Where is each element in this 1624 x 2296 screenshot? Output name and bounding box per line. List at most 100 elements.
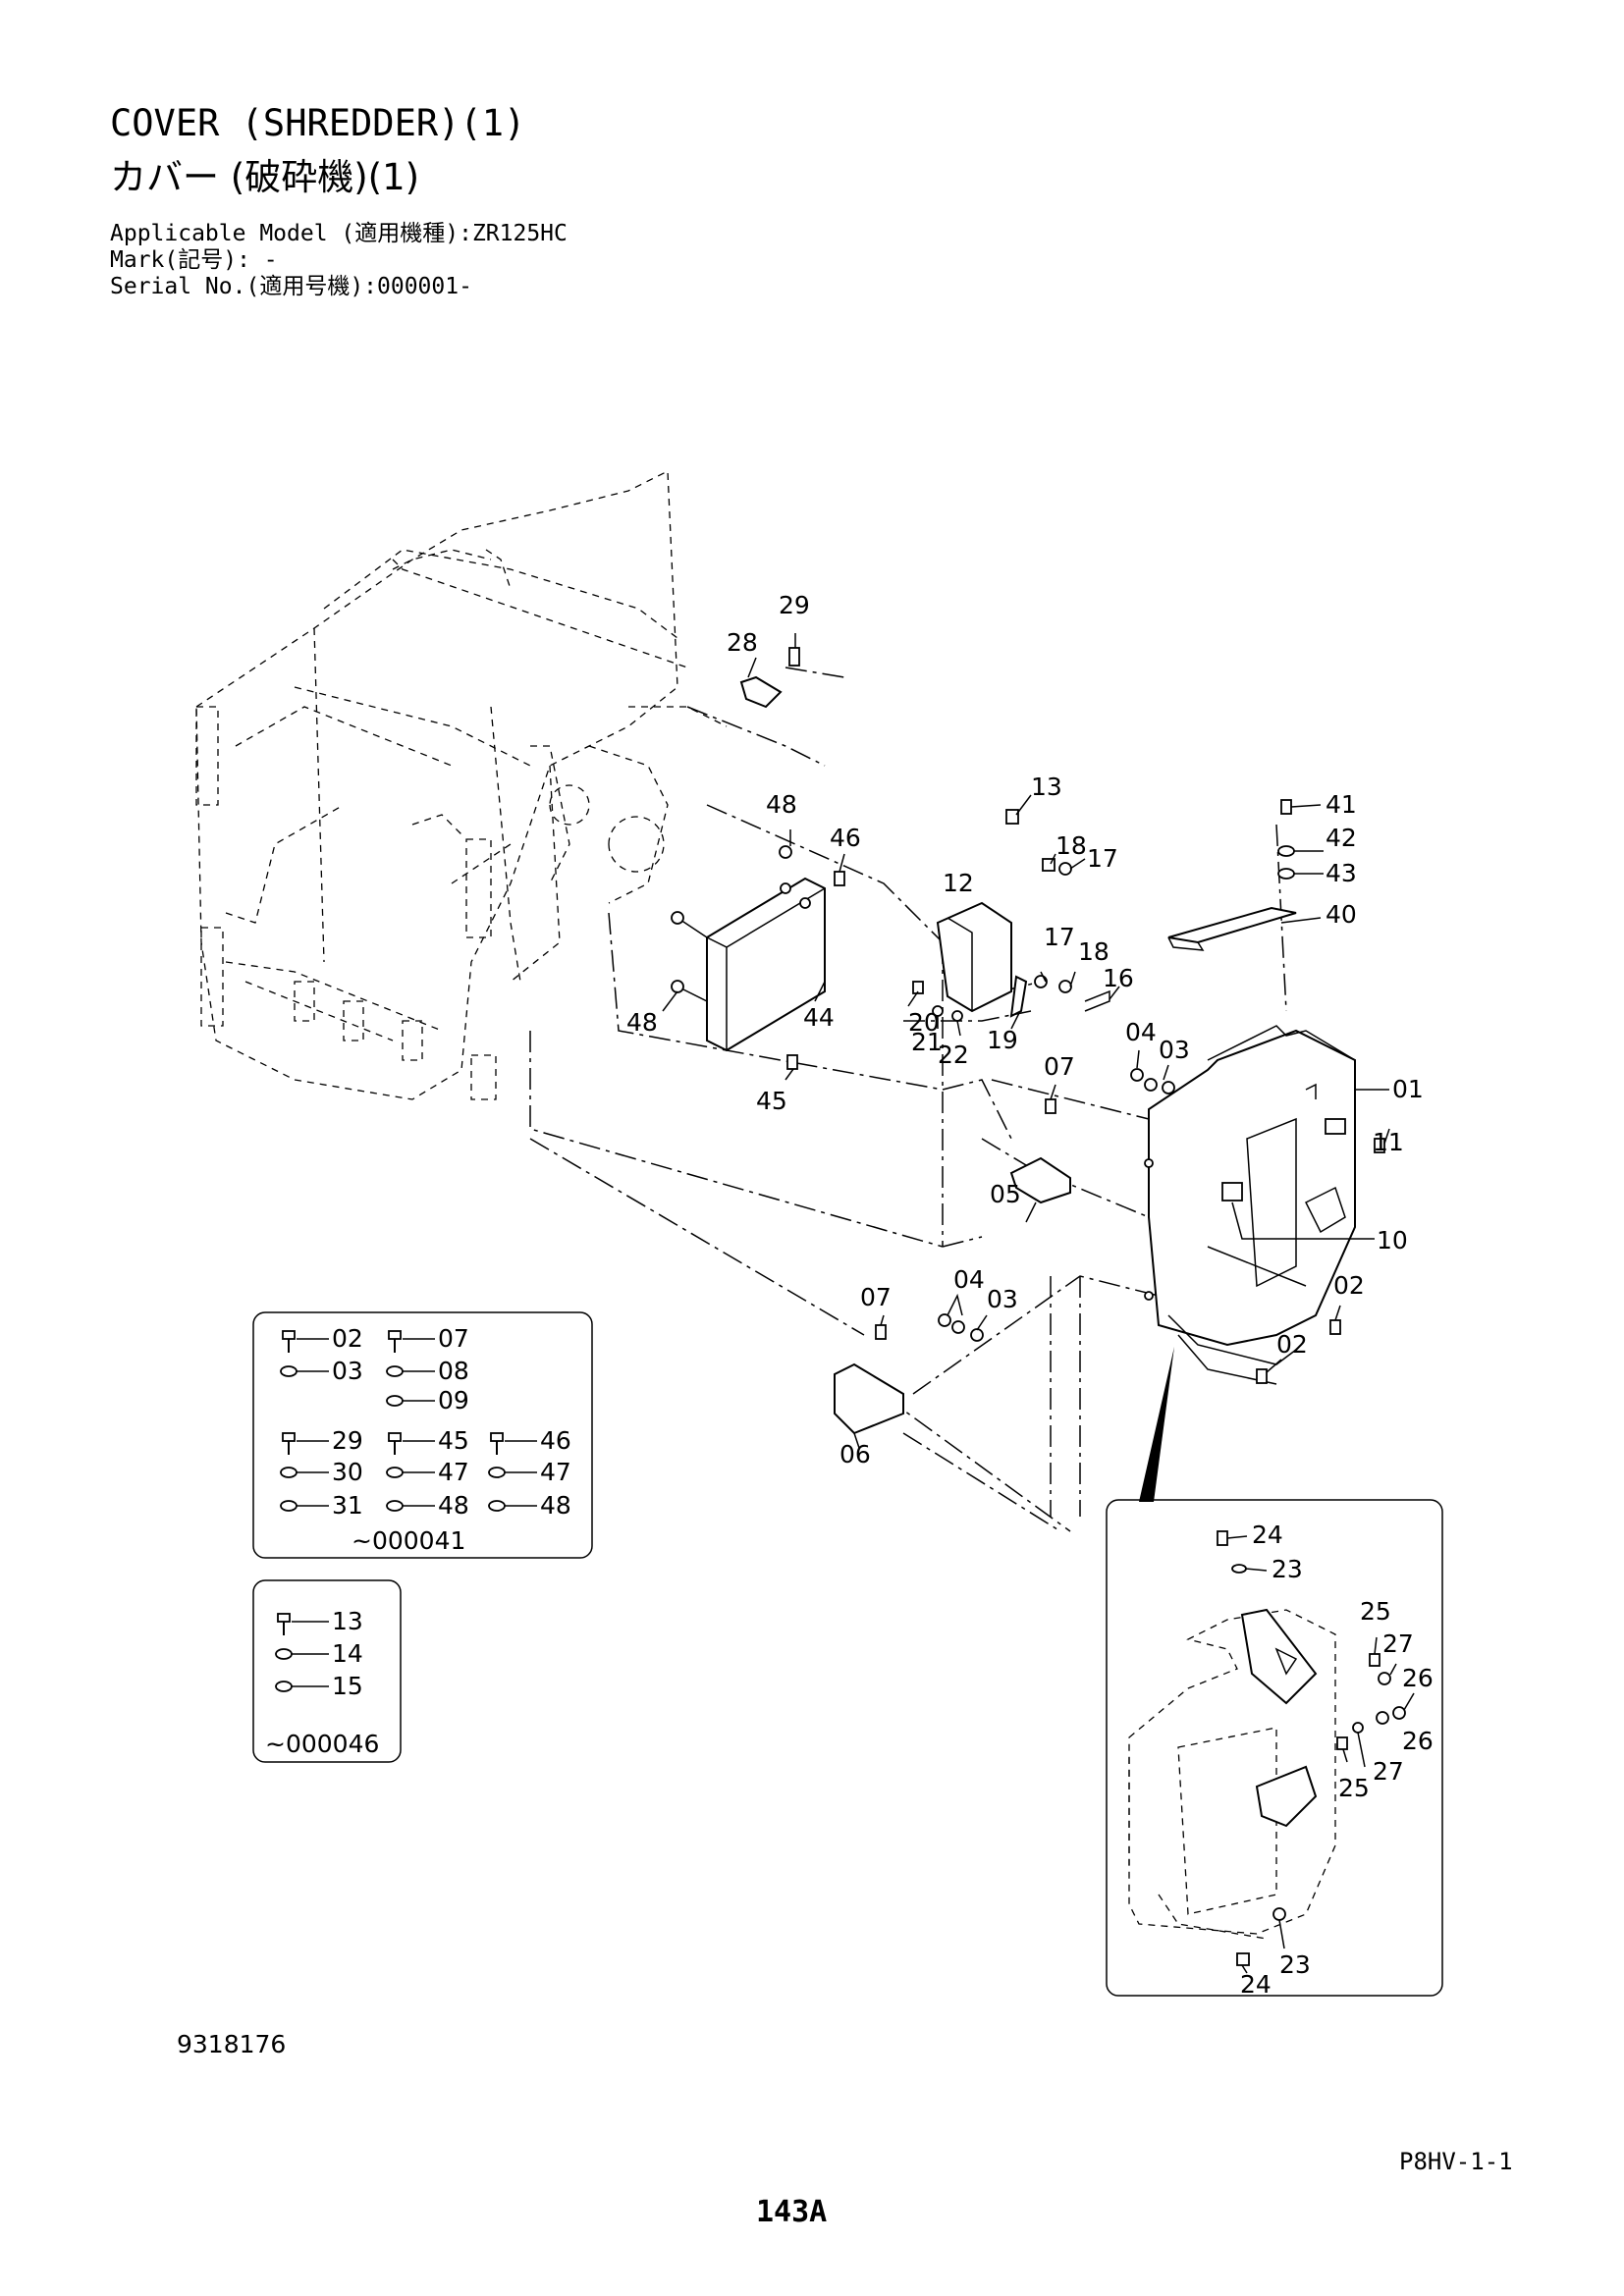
- washer-icon: [386, 1395, 404, 1407]
- callout-03-right: 03: [1159, 1036, 1190, 1064]
- detail-callout-23-bottom: 23: [1279, 1950, 1311, 1979]
- title-english: COVER (SHREDDER)(1): [110, 102, 526, 144]
- callout-44: 44: [803, 1003, 835, 1032]
- legend-14: 14: [332, 1639, 363, 1668]
- washer-icon: [386, 1467, 404, 1478]
- detail-inset: 24 23 25 27 26 26 27 25 24 23: [1106, 1347, 1443, 1999]
- applicable-model: Applicable Model (適用機種):ZR125HC: [110, 221, 568, 246]
- legend-03: 03: [332, 1357, 363, 1385]
- part-40-plate: [1167, 799, 1297, 951]
- bolt-icon: [282, 1432, 296, 1455]
- callout-18-top: 18: [1056, 831, 1087, 860]
- callout-02-upper: 02: [1333, 1271, 1365, 1300]
- part-12-bracket: [912, 809, 1110, 1022]
- callout-17-mid: 17: [1044, 923, 1075, 951]
- callout-16: 16: [1103, 964, 1134, 992]
- callout-11: 11: [1373, 1128, 1404, 1156]
- washer-icon: [280, 1467, 298, 1478]
- callout-12: 12: [943, 869, 974, 897]
- callout-22: 22: [938, 1041, 969, 1069]
- detail-callout-24-bottom: 24: [1240, 1970, 1272, 1999]
- legend-48-a: 48: [438, 1491, 469, 1520]
- callout-20: 20: [908, 1008, 940, 1037]
- callout-07-left: 07: [860, 1283, 892, 1311]
- legend-1-serial-range: ~000041: [352, 1526, 465, 1555]
- callout-41: 41: [1326, 790, 1357, 819]
- callout-45: 45: [756, 1087, 787, 1115]
- serial-number: Serial No.(適用号機):000001-: [110, 274, 472, 299]
- detail-callout-25-top: 25: [1360, 1597, 1391, 1626]
- legend-45: 45: [438, 1426, 469, 1455]
- callout-13: 13: [1031, 773, 1062, 801]
- callout-19: 19: [987, 1026, 1018, 1054]
- detail-pointer-icon: [1139, 1347, 1174, 1502]
- legend-47-b: 47: [540, 1458, 571, 1486]
- callout-28: 28: [727, 628, 758, 657]
- callout-04-left: 04: [953, 1265, 985, 1294]
- mark: Mark(記号): -: [110, 247, 278, 273]
- callout-18-mid: 18: [1078, 937, 1110, 966]
- callout-29: 29: [779, 591, 810, 619]
- washer-icon: [280, 1365, 298, 1377]
- callout-03-left: 03: [987, 1285, 1018, 1313]
- callout-05: 05: [990, 1180, 1021, 1208]
- bolt-icon: [277, 1613, 291, 1635]
- detail-callout-23-top: 23: [1272, 1555, 1303, 1583]
- title-japanese: カバー (破砕機)(1): [110, 156, 420, 198]
- callout-01: 01: [1392, 1075, 1424, 1103]
- bolt-icon: [388, 1330, 402, 1353]
- bolt-icon: [388, 1432, 402, 1455]
- legend-07: 07: [438, 1324, 469, 1353]
- legend-46: 46: [540, 1426, 571, 1455]
- part-05-bracket: [1009, 1068, 1175, 1204]
- detail-callout-26-top: 26: [1402, 1664, 1434, 1692]
- legend-09: 09: [438, 1386, 469, 1415]
- callout-06: 06: [839, 1440, 871, 1468]
- washer-icon: [275, 1681, 293, 1692]
- callout-40: 40: [1326, 900, 1357, 929]
- washer-icon: [488, 1467, 506, 1478]
- callout-21: 21: [911, 1028, 943, 1056]
- callout-48-mid: 48: [626, 1008, 658, 1037]
- bolt-icon: [282, 1330, 296, 1353]
- part-28-bracket: [739, 647, 800, 709]
- callout-43: 43: [1326, 859, 1357, 887]
- part-01-main-cover: [1144, 1025, 1385, 1385]
- washer-icon: [280, 1500, 298, 1512]
- page-code: P8HV-1-1: [1399, 2148, 1513, 2175]
- legend-02: 02: [332, 1324, 363, 1353]
- detail-callout-27-top: 27: [1382, 1629, 1414, 1658]
- drawing-number: 9318176: [177, 2030, 287, 2058]
- leader-lines: [662, 633, 1390, 1449]
- shredder-frame: [195, 469, 728, 1100]
- washer-icon: [275, 1648, 293, 1660]
- legend-2-serial-range: ~000046: [265, 1730, 379, 1758]
- page-number: 143A: [756, 2195, 828, 2229]
- washer-icon: [488, 1500, 506, 1512]
- legend-48-b: 48: [540, 1491, 571, 1520]
- bolt-icon: [490, 1432, 504, 1455]
- callout-42: 42: [1326, 824, 1357, 852]
- callout-04-right: 04: [1125, 1018, 1157, 1046]
- legend-47-a: 47: [438, 1458, 469, 1486]
- legend-15: 15: [332, 1672, 363, 1700]
- callout-02-lower: 02: [1276, 1330, 1308, 1359]
- legend-08: 08: [438, 1357, 469, 1385]
- callout-17-top: 17: [1087, 844, 1118, 873]
- legend-29: 29: [332, 1426, 363, 1455]
- legend-30: 30: [332, 1458, 363, 1486]
- legend-box-2: 13 14 15 ~000046: [252, 1579, 402, 1763]
- callout-07-right: 07: [1044, 1052, 1075, 1081]
- callout-labels: 29 28 13 48 46 18 17 12 41 42 43 40 17 1…: [626, 591, 1424, 1468]
- part-06-bracket: [834, 1313, 984, 1435]
- legend-31: 31: [332, 1491, 363, 1520]
- detail-callout-24-top: 24: [1252, 1521, 1283, 1549]
- legend-13: 13: [332, 1607, 363, 1635]
- callout-46: 46: [830, 824, 861, 852]
- washer-icon: [386, 1365, 404, 1377]
- detail-callout-25-bottom: 25: [1338, 1774, 1370, 1802]
- legend-box-1: 02 07 03 08 09 29 45 46 30 47 47: [252, 1311, 593, 1559]
- part-44-cover: [671, 845, 845, 1070]
- washer-icon: [386, 1500, 404, 1512]
